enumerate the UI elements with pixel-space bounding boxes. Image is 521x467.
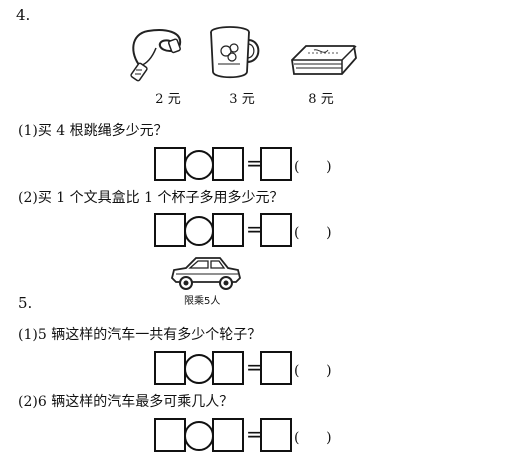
operand-box-2[interactable] — [212, 351, 244, 385]
operand-box-2[interactable] — [212, 147, 244, 181]
operator-circle[interactable] — [184, 150, 214, 180]
operand-box-2[interactable] — [212, 418, 244, 452]
operand-box-1[interactable] — [154, 418, 186, 452]
unit-parentheses[interactable]: ( ) — [294, 363, 332, 379]
problem-4-number: 4. — [16, 6, 31, 24]
equals-sign: = — [246, 151, 263, 175]
car-icon — [171, 257, 241, 290]
equals-sign: = — [246, 355, 263, 379]
equals-sign: = — [246, 217, 263, 241]
unit-parentheses[interactable]: ( ) — [294, 159, 332, 175]
unit-parentheses[interactable]: ( ) — [294, 430, 332, 446]
problem-5-number: 5. — [18, 294, 33, 312]
result-box[interactable] — [260, 147, 292, 181]
price-cup: 3 元 — [229, 92, 255, 107]
equation-row-3: = ( ) — [154, 351, 354, 385]
result-box[interactable] — [260, 213, 292, 247]
operand-box-1[interactable] — [154, 147, 186, 181]
operand-box-1[interactable] — [154, 351, 186, 385]
equation-row-2: = ( ) — [154, 213, 354, 247]
operator-circle[interactable] — [184, 421, 214, 451]
result-box[interactable] — [260, 351, 292, 385]
equation-row-4: = ( ) — [154, 418, 354, 452]
result-box[interactable] — [260, 418, 292, 452]
price-pencil-box: 8 元 — [308, 92, 334, 107]
operator-circle[interactable] — [184, 216, 214, 246]
problem-4-question-1: (1)买 4 根跳绳多少元？ — [18, 123, 168, 139]
price-jump-rope: 2 元 — [155, 92, 181, 107]
operand-box-2[interactable] — [212, 213, 244, 247]
operand-box-1[interactable] — [154, 213, 186, 247]
equals-sign: = — [246, 422, 263, 446]
car-capacity-caption: 限乘5人 — [184, 296, 221, 307]
problem-5-question-1: (1)5 辆这样的汽车一共有多少个轮子？ — [18, 327, 262, 343]
equation-row-1: = ( ) — [154, 147, 354, 181]
cup-icon — [210, 26, 260, 79]
operator-circle[interactable] — [184, 354, 214, 384]
jump-rope-icon — [130, 29, 182, 82]
pencil-box-icon — [291, 45, 357, 75]
problem-4-question-2: (2)买 1 个文具盒比 1 个杯子多用多少元？ — [18, 190, 284, 206]
problem-5-question-2: (2)6 辆这样的汽车最多可乘几人？ — [18, 394, 234, 410]
unit-parentheses[interactable]: ( ) — [294, 225, 332, 241]
